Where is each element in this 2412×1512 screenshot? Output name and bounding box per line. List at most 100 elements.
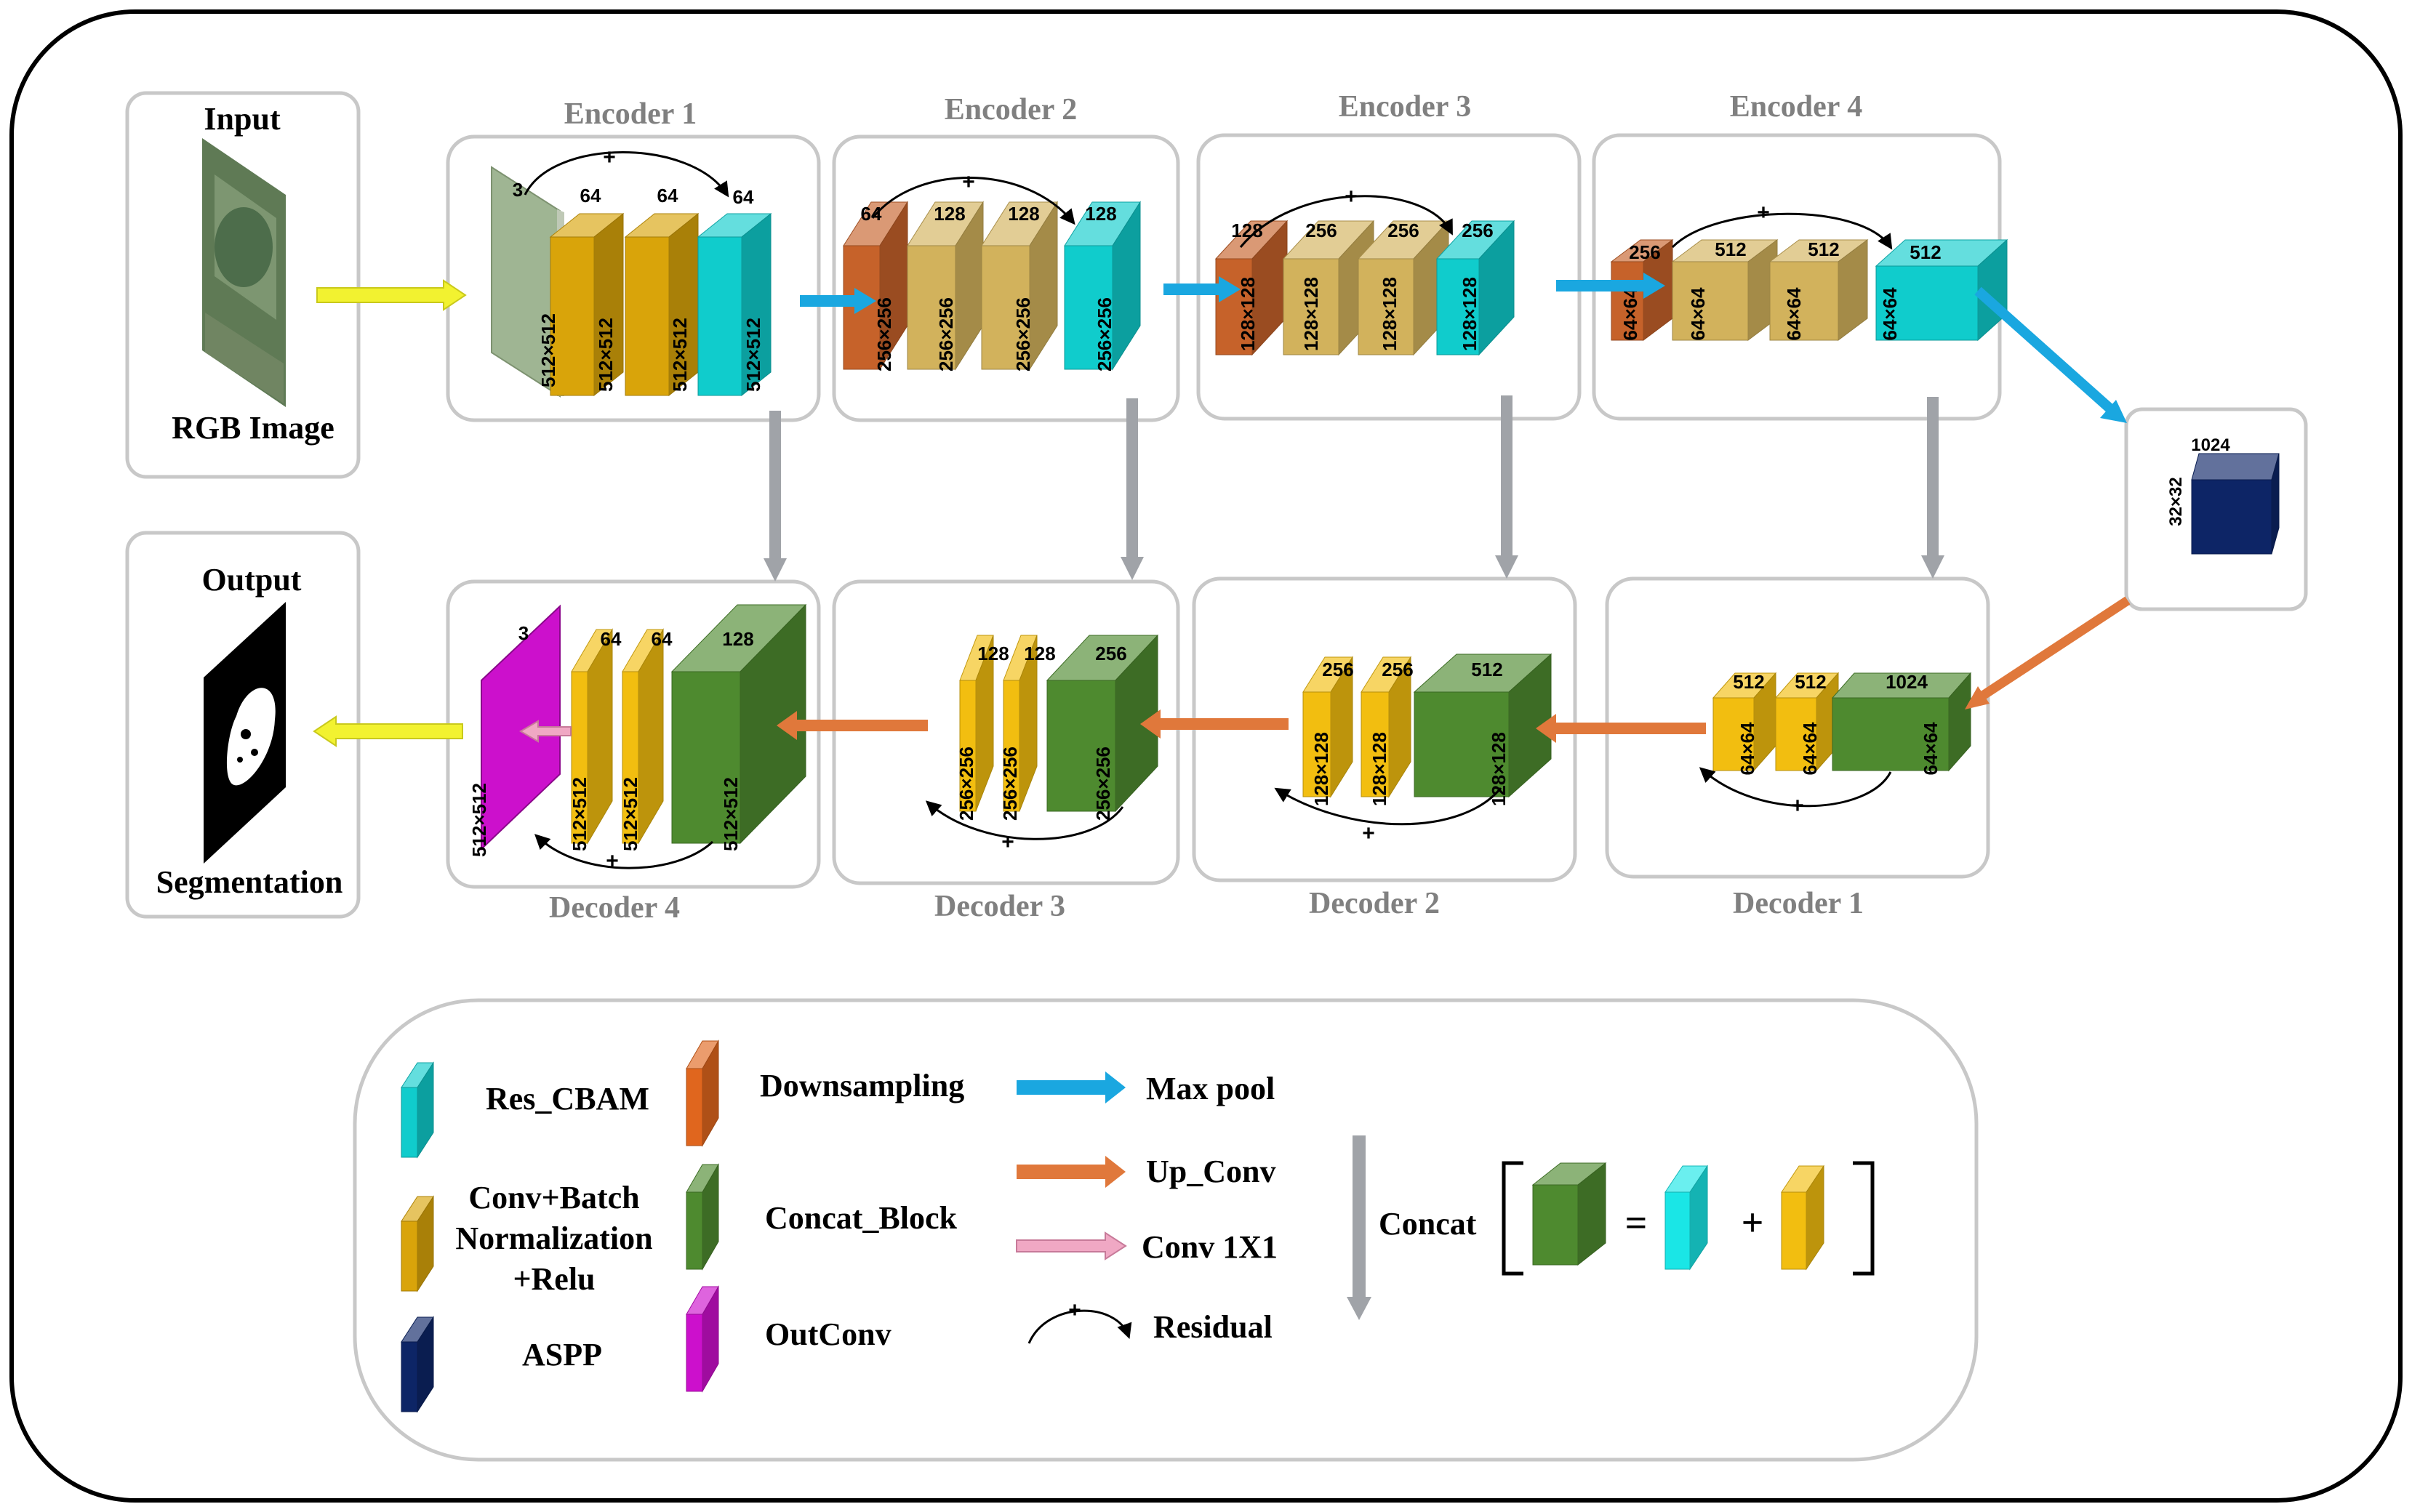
encoder-1-channels-2: 64	[580, 185, 601, 206]
bottleneck-panel	[2124, 407, 2308, 611]
encoder-2-panel	[832, 134, 1180, 422]
bottleneck-size: 32×32	[2166, 477, 2186, 526]
input-panel	[125, 91, 361, 479]
legend-residual-label: Residual	[1153, 1309, 1273, 1345]
residual-connections: ++++++++	[524, 145, 1893, 873]
upconv-arrow-4	[777, 711, 928, 740]
encoder-2-downsample-block	[843, 201, 908, 371]
legend: Res_CBAM Conv+Batch Normalization +Relu …	[401, 1040, 1875, 1413]
encoder-2-title: Encoder 2	[945, 93, 1077, 126]
output-caption: Segmentation	[156, 864, 343, 900]
legend-concat-res-cbam-swatch	[1664, 1165, 1708, 1271]
encoder-2-size-3: 256×256	[1012, 297, 1034, 371]
legend-upconv-label: Up_Conv	[1146, 1154, 1276, 1189]
encoder-4-channels-2: 512	[1715, 238, 1746, 260]
legend-concat-result-swatch	[1531, 1162, 1607, 1266]
decoder-1-residual: +	[1699, 767, 1892, 818]
encoder-1-conv-block-2	[624, 212, 700, 397]
decoder-3-size-1: 256×256	[955, 747, 977, 821]
output-title: Output	[202, 562, 302, 598]
decoder-1-channels-1: 512	[1733, 671, 1764, 693]
encoder-1-channels-3: 64	[657, 185, 678, 206]
legend-concat-label: Concat	[1379, 1206, 1477, 1242]
encoder-1-size-2: 512×512	[595, 318, 617, 392]
output-segmentation-mask	[204, 602, 286, 864]
input-rgb-image	[202, 138, 286, 407]
encoder-1-res-cbam-block	[697, 212, 772, 397]
encoder-3-size-2: 128×128	[1300, 277, 1322, 351]
encoder-2-channels-4: 128	[1085, 203, 1116, 225]
legend-residual-plus: +	[1068, 1298, 1081, 1322]
decoder-3-conv-block-1	[959, 635, 994, 812]
decoder-2-title: Decoder 2	[1309, 887, 1440, 920]
decoder-3-conv-block-2	[1003, 635, 1038, 812]
encoder-3-channels-4: 256	[1462, 220, 1493, 241]
decoder-4-size-1: 512×512	[468, 783, 490, 857]
legend-conv1x1-label: Conv 1X1	[1142, 1229, 1278, 1265]
encoder-3-title: Encoder 3	[1339, 90, 1471, 124]
decoder-4-channels-4: 128	[722, 628, 753, 650]
input-title: Input	[204, 101, 281, 137]
decoder-2-concat-block	[1413, 653, 1552, 798]
legend-res-cbam-label: Res_CBAM	[486, 1081, 649, 1117]
encoder-1-channels-4: 64	[733, 186, 754, 208]
upconv-arrow-1	[1976, 596, 2131, 702]
maxpool-arrow-3	[1556, 273, 1665, 299]
encoder-4-size-4: 64×64	[1879, 287, 1901, 341]
legend-concat-conv-swatch	[1781, 1165, 1824, 1271]
legend-conv1x1-arrow	[1016, 1231, 1127, 1260]
upconv-arrow-2	[1536, 714, 1706, 743]
encoder-3-residual: +	[1239, 185, 1453, 248]
bottleneck-channels: 1024	[2191, 435, 2230, 455]
legend-plus-sign: +	[1742, 1201, 1764, 1244]
maxpool-arrow-4	[1974, 286, 2116, 415]
encoder-4-conv-block-1	[1671, 239, 1779, 341]
legend-conv-label-2: Normalization	[455, 1221, 652, 1256]
legend-conv-label-3: +Relu	[513, 1261, 595, 1297]
encoder-2-channels-1: 64	[861, 203, 882, 225]
legend-outconv-label: OutConv	[765, 1316, 892, 1352]
encoder-3-channels-3: 256	[1387, 220, 1419, 241]
legend-res-cbam-swatch	[401, 1061, 434, 1159]
decoder-4-size-3: 512×512	[620, 777, 641, 851]
decoder-3-concat-block	[1046, 634, 1159, 813]
legend-concat-arrow	[1353, 1135, 1366, 1298]
decoder-4-size-4: 512×512	[720, 777, 742, 851]
decoder-4-size-2: 512×512	[569, 777, 590, 851]
decoder-3-size-3: 256×256	[1092, 747, 1114, 821]
legend-bracket-right	[1853, 1161, 1875, 1276]
encoder-3-res-cbam-block	[1435, 220, 1515, 356]
decoder-3-channels-1: 128	[977, 643, 1009, 664]
legend-upconv-arrow	[1017, 1156, 1126, 1188]
encoder-4-title: Encoder 4	[1730, 90, 1862, 124]
encoder-4-size-1: 64×64	[1619, 287, 1641, 341]
encoder-1-size-3: 512×512	[669, 318, 691, 392]
encoder-4-conv-block-2	[1768, 239, 1869, 341]
legend-swatches	[401, 1040, 1824, 1413]
decoder-2-conv-block-1	[1302, 656, 1353, 798]
legend-concat-block-swatch	[686, 1163, 719, 1271]
encoder-4-residual-plus: +	[1757, 201, 1770, 225]
decoder-2-size-3: 128×128	[1488, 732, 1510, 806]
decoder-4-residual-plus: +	[606, 849, 619, 873]
legend-concat-block-label: Concat_Block	[765, 1200, 958, 1236]
decoder-4-conv-block-2	[622, 628, 664, 845]
bottleneck-aspp-block	[2191, 453, 2280, 555]
decoder-1-size-1: 64×64	[1736, 722, 1758, 776]
encoder-2-conv-block-2	[981, 201, 1058, 371]
maxpool-arrow-2	[1163, 276, 1241, 302]
encoder-3-size-1: 128×128	[1237, 277, 1259, 351]
encoder-1-residual: +	[524, 145, 729, 198]
legend-maxpool-label: Max pool	[1146, 1071, 1275, 1106]
legend-equals-sign: =	[1625, 1201, 1648, 1244]
legend-residual-arrow	[1027, 1309, 1132, 1344]
decoder-4-outconv-plane	[481, 604, 561, 851]
decoder-1-concat-block	[1831, 672, 1972, 772]
encoder-4-size-2: 64×64	[1687, 287, 1709, 341]
